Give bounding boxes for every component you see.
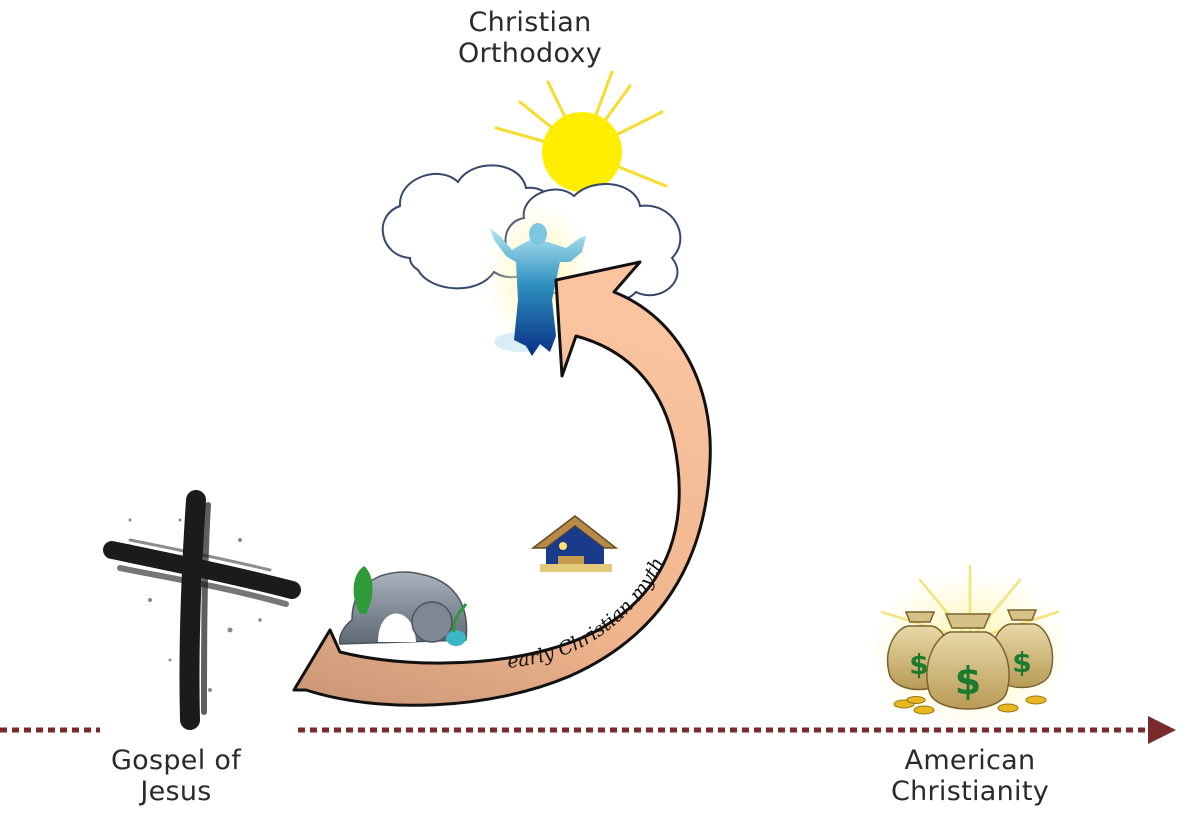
money-bag-center-dollar: $: [955, 659, 981, 703]
label-christian-orthodoxy-line2: Orthodoxy: [457, 38, 603, 69]
money-bag-left-dollar: $: [909, 648, 928, 681]
timeline-arrowhead: [1148, 716, 1176, 744]
label-gospel-of-jesus-line2: Jesus: [140, 776, 212, 807]
sun-icon: [494, 70, 668, 192]
cross-icon: [103, 490, 301, 730]
nativity-stable-icon: [530, 515, 619, 572]
label-gospel-of-jesus-line1: Gospel of: [110, 745, 242, 776]
empty-tomb-icon: [338, 566, 468, 646]
label-american-christianity-line2: Christianity: [890, 776, 1050, 807]
label-christian-orthodoxy: Christian Orthodoxy: [400, 7, 660, 69]
money-bag-right-dollar: $: [1012, 646, 1031, 679]
label-american-christianity: American Christianity: [850, 745, 1090, 807]
label-christian-orthodoxy-line1: Christian: [468, 7, 592, 38]
money-bag-center: $: [926, 613, 1010, 710]
money-bags-icon: $ $ $: [870, 564, 1070, 728]
timeline: [0, 716, 1176, 744]
gold-coins: [893, 695, 1047, 715]
label-gospel-of-jesus: Gospel of Jesus: [66, 745, 286, 807]
label-american-christianity-line1: American: [904, 745, 1036, 776]
